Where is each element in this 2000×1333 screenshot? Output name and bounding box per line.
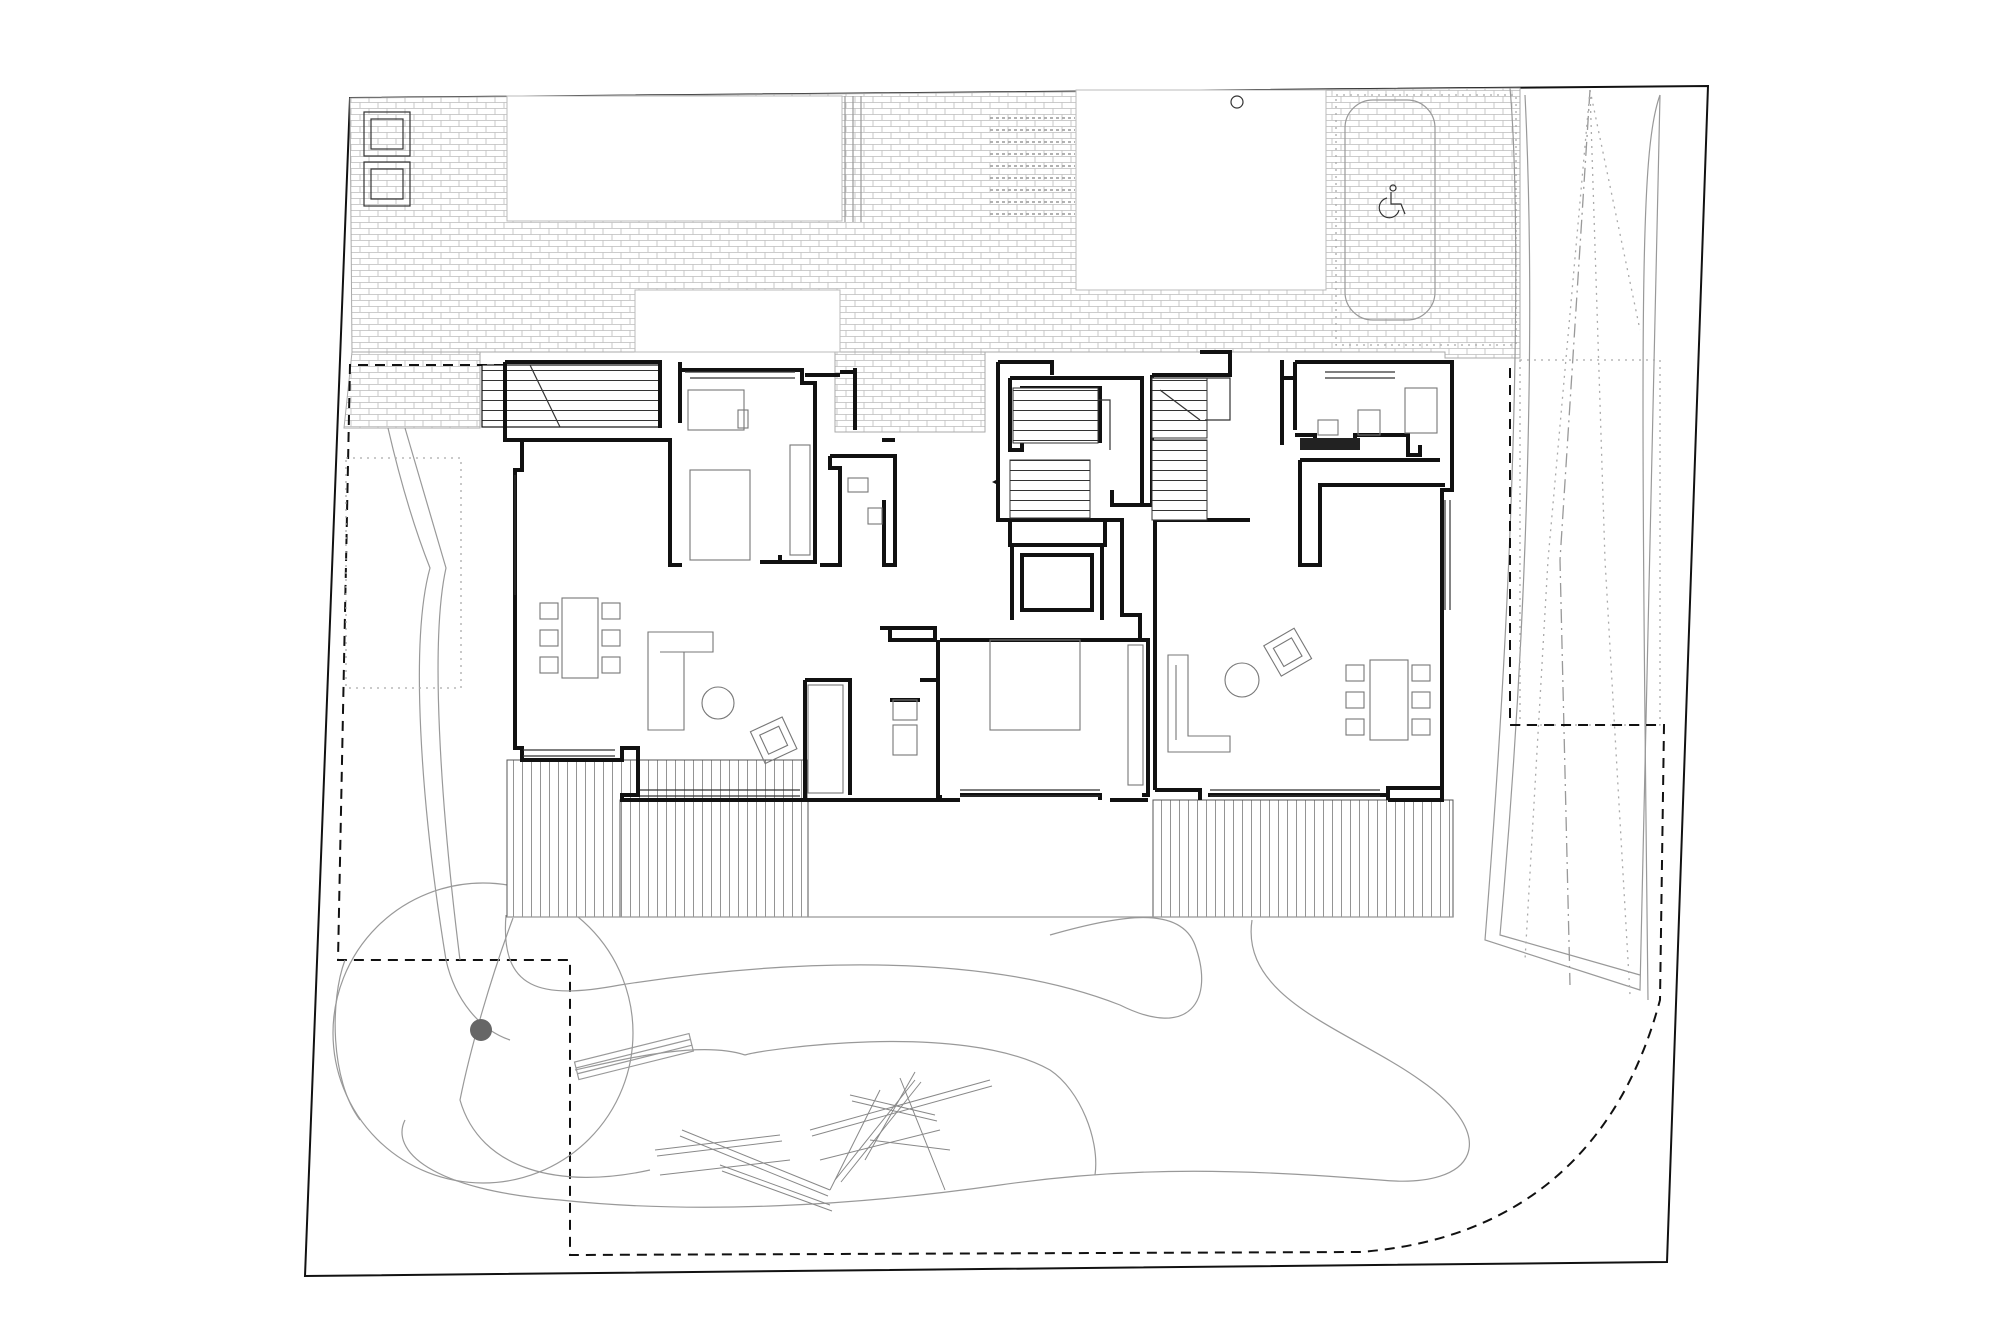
- coffee-table: [1224, 662, 1260, 698]
- scattered-sticks-sculpture: [654, 1071, 993, 1212]
- accessible-parking: [1335, 94, 1517, 346]
- exterior-stair: [481, 364, 661, 428]
- manhole-icon: [1230, 95, 1244, 109]
- furniture: [539, 387, 1438, 794]
- armchair: [1263, 627, 1313, 677]
- armchair: [749, 716, 798, 765]
- terrace-deck-right: [1152, 799, 1454, 918]
- accessible-parking-icon: [1378, 184, 1406, 219]
- dining-table: [561, 597, 599, 679]
- windows: [514, 371, 1451, 797]
- tree-icon: [470, 1019, 492, 1041]
- wall-junctions: [1280, 362, 1454, 378]
- sofa: [647, 631, 714, 731]
- sofa: [1167, 654, 1231, 753]
- planter-box: [363, 111, 411, 157]
- stair-direction-arrow-icon: [992, 478, 1000, 486]
- interior-stairs: [992, 377, 1231, 521]
- garden-bench: [573, 1032, 695, 1081]
- paved-forecourt: [343, 87, 1521, 433]
- dining-table: [1369, 659, 1409, 741]
- driveway-ramp: [1484, 87, 1661, 1001]
- building-walls: [503, 350, 1454, 802]
- garden-paths: [332, 427, 1470, 1212]
- planter-box: [363, 161, 411, 207]
- bed: [989, 639, 1081, 731]
- coffee-table: [701, 686, 735, 720]
- building-footprint-outline: [336, 364, 1666, 1257]
- paving-texture: [990, 117, 1075, 215]
